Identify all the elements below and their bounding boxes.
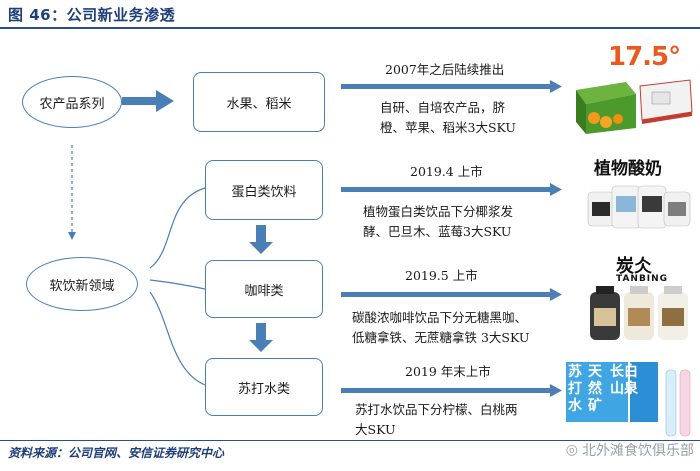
arrow-soda (341, 384, 562, 397)
arrow-coffee (341, 288, 562, 301)
soda-logo-text-1: 苏打水 (568, 364, 582, 414)
node-protein-drinks: 蛋白类饮料 (205, 160, 323, 220)
node-agri-label: 农产品系列 (39, 96, 105, 112)
brand-logo-plant-yogurt: 植物酸奶 (594, 159, 662, 179)
node-protein-label: 蛋白类饮料 (231, 184, 297, 200)
timeline-coffee: 2019.5 上市 (405, 268, 478, 283)
detail-soda-line1: 苏打水饮品下分柠檬、白桃两 (355, 402, 518, 417)
figure-title: 图 46：公司新业务渗透 (8, 6, 176, 24)
coffee-bottles-illustration (590, 286, 688, 340)
arrow-protein (341, 183, 562, 196)
brand-logo-tanbing: 炭仌 (616, 256, 652, 277)
detail-coffee-line2: 低糖拿铁、无蔗糖拿铁 3大SKU (352, 330, 530, 345)
brand-logo-17-5: 17.5° (608, 42, 681, 72)
timeline-fruit: 2007年之后陆续推出 (385, 62, 505, 77)
node-soft-drinks: 软饮新领域 (26, 257, 138, 311)
product-image-fruit: 17.5° (570, 42, 696, 134)
node-fruit-label: 水果、稻米 (226, 96, 292, 112)
detail-fruit-line2: 橙、苹果、稻米3大SKU (380, 120, 516, 135)
brace-to-soda (149, 291, 206, 386)
soda-logo-text-3: 长白山泉 (610, 364, 638, 397)
node-coffee: 咖啡类 (205, 260, 323, 318)
detail-coffee-line1: 碳酸浓咖啡饮品下分无糖黑咖、 (352, 310, 528, 325)
detail-soda-line2: 大SKU (355, 422, 396, 437)
brace-to-coffee (149, 279, 206, 290)
watermark: ◎ 北外滩食饮俱乐部 (566, 440, 694, 460)
down-arrow-2 (249, 323, 273, 352)
detail-protein-line1: 植物蛋白类饮品下分椰浆发 (363, 204, 514, 219)
node-agri-series: 农产品系列 (22, 76, 122, 128)
down-arrow-1 (249, 225, 273, 254)
product-image-soda: 苏打水 天然矿 长白山泉 (566, 362, 696, 438)
brace-to-protein (149, 187, 206, 269)
detail-protein-line2: 酵、巴旦木、蓝莓3大SKU (363, 224, 512, 239)
soda-bottles-illustration (566, 362, 691, 437)
wechat-icon: ◎ (565, 442, 578, 458)
fruit-boxes-illustration (576, 79, 693, 134)
node-soda-label: 苏打水类 (237, 381, 290, 397)
detail-fruit-line1: 自研、自培农产品，脐 (380, 100, 506, 115)
node-soda-water: 苏打水类 (205, 358, 323, 416)
arrow-agri-to-fruit (122, 90, 174, 112)
node-coffee-label: 咖啡类 (244, 283, 284, 299)
brand-logo-tanbing-en: TANBING (616, 274, 669, 284)
watermark-text: 北外滩食饮俱乐部 (582, 443, 694, 459)
title-rule (0, 27, 700, 29)
product-image-yogurt: 植物酸奶 (582, 152, 696, 236)
footer-rule (0, 440, 700, 441)
product-image-coffee: 炭仌 TANBING (586, 252, 694, 342)
timeline-protein: 2019.4 上市 (410, 164, 483, 179)
soda-logo-text-2: 天然矿 (588, 364, 602, 414)
source-note: 资料来源：公司官网、安信证券研究中心 (8, 446, 225, 460)
node-fruit-rice: 水果、稻米 (193, 72, 325, 132)
node-drinks-label: 软饮新领域 (49, 278, 115, 294)
arrow-fruit (341, 80, 562, 93)
yogurt-cups-illustration (587, 185, 691, 229)
timeline-soda: 2019 年末上市 (405, 364, 491, 379)
